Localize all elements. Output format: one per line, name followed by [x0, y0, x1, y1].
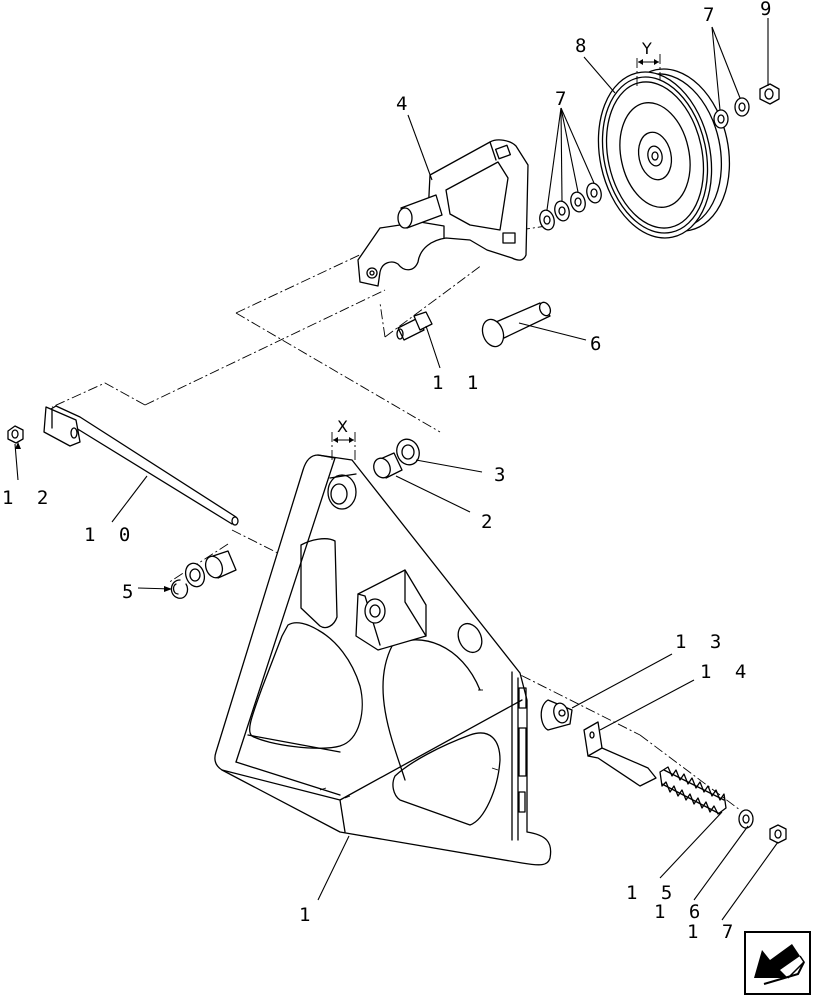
- callout-17: 1 7: [687, 921, 739, 943]
- rubber-bumper-13: [540, 699, 573, 731]
- lower-washer: [184, 562, 206, 588]
- nut-17: [769, 824, 787, 844]
- callout-7b: 7: [703, 4, 720, 26]
- callout-5: 5: [122, 581, 139, 603]
- callout-8: 8: [575, 35, 592, 57]
- leader-arrowheads: [15, 442, 172, 592]
- callout-16: 1 6: [654, 901, 706, 923]
- callout-14: 1 4: [700, 661, 752, 683]
- idler-arm: [357, 139, 529, 287]
- carriage-bolt-6: [481, 301, 552, 348]
- dimension-y-label: Y: [641, 39, 652, 58]
- washer-3: [396, 438, 420, 466]
- washers-group-7-right: [713, 97, 750, 129]
- spring-bracket-14: [583, 721, 657, 787]
- callout-4: 4: [396, 93, 413, 115]
- snap-ring-5: [170, 579, 189, 599]
- dimension-x: X: [331, 417, 356, 462]
- main-frame-bracket: [214, 454, 552, 866]
- bushing-2: [373, 452, 403, 479]
- callout-1: 1: [299, 904, 316, 926]
- tension-spring-15: [659, 766, 727, 815]
- back-arrow-icon[interactable]: [744, 931, 811, 995]
- callout-leaders: [14, 18, 779, 921]
- callout-3: 3: [494, 464, 511, 486]
- callout-11: 1 1: [432, 372, 484, 394]
- callout-10: 1 0: [84, 524, 136, 546]
- washers-group-7-left: [539, 182, 602, 231]
- callout-2: 2: [481, 511, 498, 533]
- callout-15: 1 5: [626, 882, 678, 904]
- callout-13: 1 3: [675, 631, 727, 653]
- hex-bolt-11: [396, 311, 433, 341]
- dimension-x-label: X: [337, 417, 348, 436]
- washer-16: [738, 809, 754, 829]
- callout-12: 1 2: [2, 487, 54, 509]
- dimension-y: Y: [636, 39, 661, 86]
- callout-7a: 7: [555, 88, 572, 110]
- callout-numbers: 1 2 3 4 5 6 7 7 8 9 1 0 1 1 1 2 1 3 1 4 …: [2, 0, 777, 943]
- lower-bushing: [204, 550, 237, 579]
- nut-12: [7, 425, 24, 444]
- control-rod-10: [43, 405, 239, 526]
- callout-9: 9: [760, 0, 777, 20]
- lock-nut-9: [759, 83, 780, 105]
- callout-6: 6: [590, 333, 607, 355]
- idler-pulley: [597, 68, 731, 239]
